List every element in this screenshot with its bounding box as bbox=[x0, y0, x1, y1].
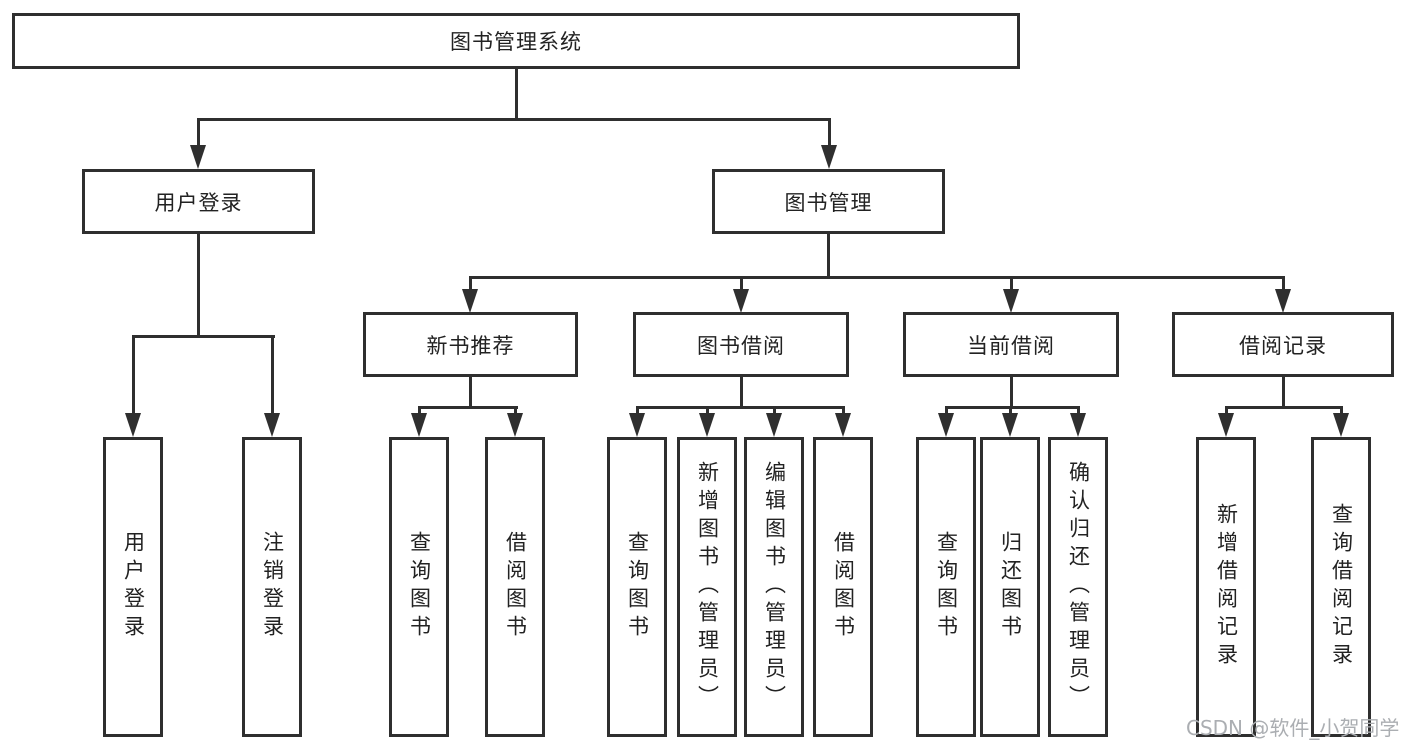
arrow-into-cb-return bbox=[1002, 413, 1018, 437]
arrow-into-leaf-user-login bbox=[125, 413, 141, 437]
arrow-into-book-mgmt bbox=[821, 145, 837, 169]
connector-stem-book-mgmt bbox=[828, 118, 831, 148]
arrow-into-book-borrow bbox=[733, 289, 749, 313]
connector-book-mgmt-trunk bbox=[827, 233, 830, 276]
node-leaf-newrec-borrow-books-label: 借阅图书 bbox=[503, 531, 528, 643]
node-book-mgmt-label: 图书管理 bbox=[784, 190, 873, 215]
node-leaf-current-return-books: 归还图书 bbox=[980, 437, 1040, 737]
connector-book-mgmt-hline bbox=[469, 276, 1285, 279]
arrow-into-nbr-borrow bbox=[507, 413, 523, 437]
connector-user-login-hline bbox=[132, 335, 275, 338]
arrow-into-bb-add bbox=[699, 413, 715, 437]
arrow-into-borrow-records bbox=[1275, 289, 1291, 313]
connector-root-trunk bbox=[515, 68, 518, 118]
node-root: 图书管理系统 bbox=[12, 13, 1020, 69]
node-leaf-borrow-borrow-books: 借阅图书 bbox=[813, 437, 873, 737]
node-leaf-current-query-books: 查询图书 bbox=[916, 437, 976, 737]
arrow-into-bb-borrow bbox=[835, 413, 851, 437]
arrow-into-leaf-logout bbox=[264, 413, 280, 437]
node-leaf-borrow-query-books-label: 查询图书 bbox=[625, 531, 650, 643]
connector-stem-leaf-logout bbox=[271, 335, 274, 415]
node-leaf-borrow-add-books-admin-label: 新增图书（管理员） bbox=[695, 461, 720, 713]
node-leaf-current-return-books-label: 归还图书 bbox=[998, 531, 1023, 643]
connector-stem-br-add bbox=[1225, 406, 1228, 415]
node-user-login: 用户登录 bbox=[82, 169, 315, 234]
node-leaf-current-query-books-label: 查询图书 bbox=[934, 531, 959, 643]
node-leaf-borrow-borrow-books-label: 借阅图书 bbox=[831, 531, 856, 643]
connector-stem-borrow-records bbox=[1282, 276, 1285, 292]
arrow-into-new-book-rec bbox=[462, 289, 478, 313]
connector-stem-bb-add bbox=[706, 406, 709, 415]
connector-stem-book-borrow bbox=[740, 276, 743, 292]
connector-stem-nbr-query bbox=[418, 406, 421, 415]
connector-root-hline bbox=[197, 118, 831, 121]
node-borrow-records-label: 借阅记录 bbox=[1239, 333, 1327, 358]
node-user-login-label: 用户登录 bbox=[154, 190, 243, 215]
node-leaf-user-login-label: 用户登录 bbox=[121, 531, 146, 643]
arrow-into-br-query bbox=[1333, 413, 1349, 437]
connector-current-borrow-hline bbox=[945, 406, 1080, 409]
arrow-into-current-borrow bbox=[1003, 289, 1019, 313]
node-leaf-records-add-record-label: 新增借阅记录 bbox=[1214, 503, 1239, 671]
node-current-borrow: 当前借阅 bbox=[903, 312, 1119, 377]
connector-stem-bb-edit bbox=[773, 406, 776, 415]
node-leaf-newrec-query-books: 查询图书 bbox=[389, 437, 449, 737]
connector-stem-bb-borrow bbox=[842, 406, 845, 415]
node-leaf-records-query-record: 查询借阅记录 bbox=[1311, 437, 1371, 737]
node-leaf-logout-label: 注销登录 bbox=[260, 531, 285, 643]
connector-stem-br-query bbox=[1340, 406, 1343, 415]
node-new-book-rec-label: 新书推荐 bbox=[426, 333, 515, 358]
node-leaf-records-query-record-label: 查询借阅记录 bbox=[1329, 503, 1354, 671]
arrow-into-br-add bbox=[1218, 413, 1234, 437]
arrow-into-user-login bbox=[190, 145, 206, 169]
node-leaf-newrec-query-books-label: 查询图书 bbox=[407, 531, 432, 643]
arrow-into-nbr-query bbox=[411, 413, 427, 437]
node-leaf-borrow-add-books-admin: 新增图书（管理员） bbox=[677, 437, 737, 737]
node-leaf-borrow-edit-books-admin: 编辑图书（管理员） bbox=[744, 437, 804, 737]
node-borrow-records: 借阅记录 bbox=[1172, 312, 1394, 377]
node-root-label: 图书管理系统 bbox=[450, 30, 582, 54]
node-book-borrow: 图书借阅 bbox=[633, 312, 849, 377]
node-book-borrow-label: 图书借阅 bbox=[697, 333, 785, 358]
connector-stem-cb-query bbox=[945, 406, 948, 415]
connector-stem-bb-query bbox=[636, 406, 639, 415]
connector-stem-current-borrow bbox=[1010, 276, 1013, 292]
connector-book-borrow-hline bbox=[636, 406, 845, 409]
connector-new-book-rec-hline bbox=[418, 406, 518, 409]
node-book-mgmt: 图书管理 bbox=[712, 169, 945, 234]
node-leaf-logout: 注销登录 bbox=[242, 437, 302, 737]
connector-stem-leaf-user-login bbox=[132, 335, 135, 415]
node-new-book-rec: 新书推荐 bbox=[363, 312, 578, 377]
connector-new-book-rec-trunk bbox=[469, 376, 472, 406]
arrow-into-cb-confirm bbox=[1070, 413, 1086, 437]
node-leaf-borrow-query-books: 查询图书 bbox=[607, 437, 667, 737]
connector-borrow-records-trunk bbox=[1282, 376, 1285, 406]
arrow-into-cb-query bbox=[938, 413, 954, 437]
node-leaf-newrec-borrow-books: 借阅图书 bbox=[485, 437, 545, 737]
connector-book-borrow-trunk bbox=[740, 376, 743, 406]
connector-stem-new-book-rec bbox=[469, 276, 472, 292]
arrow-into-bb-edit bbox=[766, 413, 782, 437]
connector-current-borrow-trunk bbox=[1010, 376, 1013, 406]
csdn-watermark: CSDN @软件_小贺同学 bbox=[1186, 716, 1400, 740]
connector-stem-cb-confirm bbox=[1077, 406, 1080, 415]
connector-stem-user-login bbox=[197, 118, 200, 148]
node-current-borrow-label: 当前借阅 bbox=[967, 333, 1055, 358]
connector-user-login-trunk bbox=[197, 233, 200, 335]
node-leaf-current-confirm-return-admin: 确认归还（管理员） bbox=[1048, 437, 1108, 737]
connector-borrow-records-hline bbox=[1225, 406, 1343, 409]
arrow-into-bb-query bbox=[629, 413, 645, 437]
node-leaf-current-confirm-return-admin-label: 确认归还（管理员） bbox=[1066, 461, 1091, 713]
node-leaf-records-add-record: 新增借阅记录 bbox=[1196, 437, 1256, 737]
connector-stem-cb-return bbox=[1009, 406, 1012, 415]
node-leaf-user-login: 用户登录 bbox=[103, 437, 163, 737]
node-leaf-borrow-edit-books-admin-label: 编辑图书（管理员） bbox=[762, 461, 787, 713]
connector-stem-nbr-borrow bbox=[514, 406, 517, 415]
